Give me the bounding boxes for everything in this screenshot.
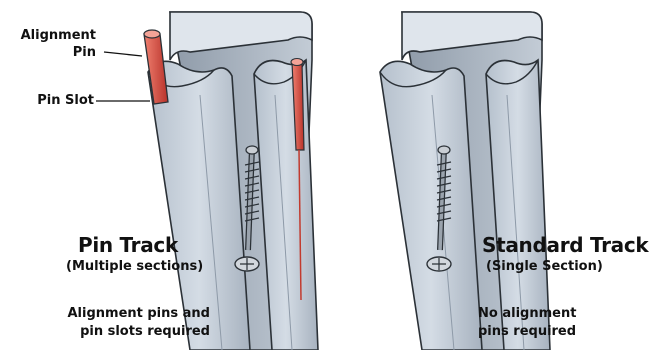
- alignment-pin-label-line1: Alignment: [4, 27, 96, 44]
- alignment-pin-2-top: [291, 59, 303, 66]
- alignment-pin-label-line2: Pin: [4, 44, 96, 61]
- standard-track-drawing: [380, 12, 550, 350]
- pin-track-drawing: [144, 12, 318, 350]
- pin-track-note-line1: Alignment pins and: [38, 305, 210, 323]
- standard-track-note: No alignment pins required: [478, 305, 576, 341]
- pin-track-subtitle: (Multiple sections): [66, 259, 203, 274]
- standard-track-note-line2: pins required: [478, 323, 576, 341]
- standard-track-note-line1: No alignment: [478, 305, 576, 323]
- alignment-pin-leader: [104, 52, 142, 56]
- standard-track-title: Standard Track: [482, 233, 648, 257]
- pin-track-note-line2: pin slots required: [38, 323, 210, 341]
- alignment-pin-top: [144, 30, 160, 38]
- pin-track-note: Alignment pins and pin slots required: [38, 305, 210, 341]
- alignment-pin: [144, 34, 168, 104]
- standard-track-subtitle: (Single Section): [486, 259, 603, 274]
- alignment-pin-label: Alignment Pin: [4, 27, 96, 61]
- pin-track-title: Pin Track: [78, 233, 178, 257]
- pin-slot-label: Pin Slot: [4, 92, 94, 109]
